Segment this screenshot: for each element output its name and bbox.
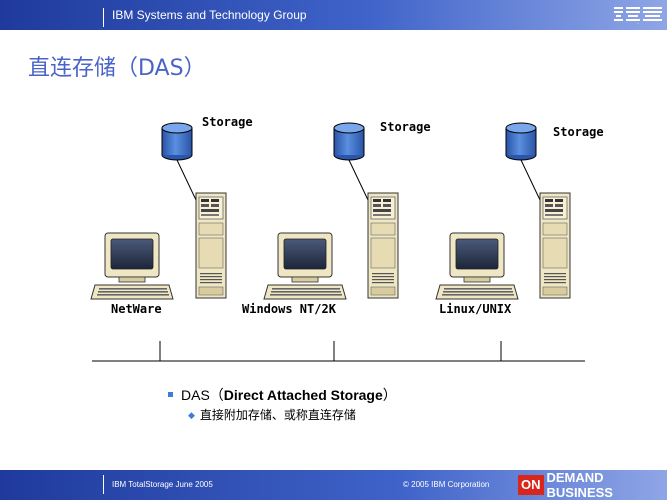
- os-label-linux: Linux/UNIX: [439, 302, 512, 316]
- storage-label: Storage: [202, 115, 253, 129]
- storage-connector-line: [176, 159, 197, 201]
- on-demand-business-logo: ON DEMAND BUSINESS: [518, 470, 667, 500]
- bullet-das-description: ◆ 直接附加存储、或称直连存储: [188, 406, 356, 423]
- os-label-windows: Windows NT/2K: [242, 302, 337, 316]
- crt-computer-icon: [90, 232, 174, 300]
- footer-left-text: IBM TotalStorage June 2005: [112, 480, 213, 489]
- crt-computer-icon: [435, 232, 519, 300]
- diamond-bullet-icon: ◆: [188, 411, 195, 421]
- odb-text: DEMAND BUSINESS: [546, 470, 613, 500]
- bullet-das-prefix: DAS（: [181, 387, 224, 403]
- crt-computer-icon: [263, 232, 347, 300]
- system-windows: Storage Windows NT/2K: [242, 120, 431, 316]
- page-title: 直连存储（DAS）: [28, 56, 206, 81]
- storage-disk-icon: [161, 122, 193, 161]
- system-linux: Storage Linux/UNIX: [435, 122, 604, 316]
- storage-disk-icon: [333, 122, 365, 161]
- odb-on-badge: ON: [518, 475, 544, 495]
- tower-server-icon: [367, 192, 399, 299]
- storage-label: Storage: [553, 125, 604, 139]
- square-bullet-icon: [168, 391, 173, 397]
- bullet-das-suffix: ）: [382, 387, 397, 403]
- storage-connector-line: [520, 159, 541, 201]
- storage-disk-icon: [505, 122, 537, 161]
- storage-connector-line: [348, 159, 369, 201]
- header-title: IBM Systems and Technology Group: [112, 8, 307, 22]
- footer-copyright: © 2005 IBM Corporation: [403, 480, 490, 489]
- header-bar: IBM Systems and Technology Group IBM: [0, 0, 667, 30]
- footer-bar: IBM TotalStorage June 2005 © 2005 IBM Co…: [0, 470, 667, 500]
- os-label-netware: NetWare: [111, 302, 162, 316]
- bullet-sub-text: 直接附加存储、或称直连存储: [199, 408, 356, 422]
- network-bus: [92, 341, 585, 362]
- svg-text:IBM: IBM: [637, 23, 639, 25]
- ibm-logo-icon: IBM: [614, 7, 662, 25]
- storage-label: Storage: [380, 120, 431, 134]
- footer-divider: [103, 475, 104, 494]
- tower-server-icon: [195, 192, 227, 299]
- bullet-das: DAS（Direct Attached Storage）: [168, 385, 397, 405]
- das-diagram: Storage NetWare Storage Windows NT/2K St…: [90, 115, 604, 362]
- tower-server-icon: [539, 192, 571, 299]
- bullet-das-bold: Direct Attached Storage: [223, 387, 383, 403]
- header-divider: [103, 8, 104, 27]
- system-netware: Storage NetWare: [90, 115, 253, 316]
